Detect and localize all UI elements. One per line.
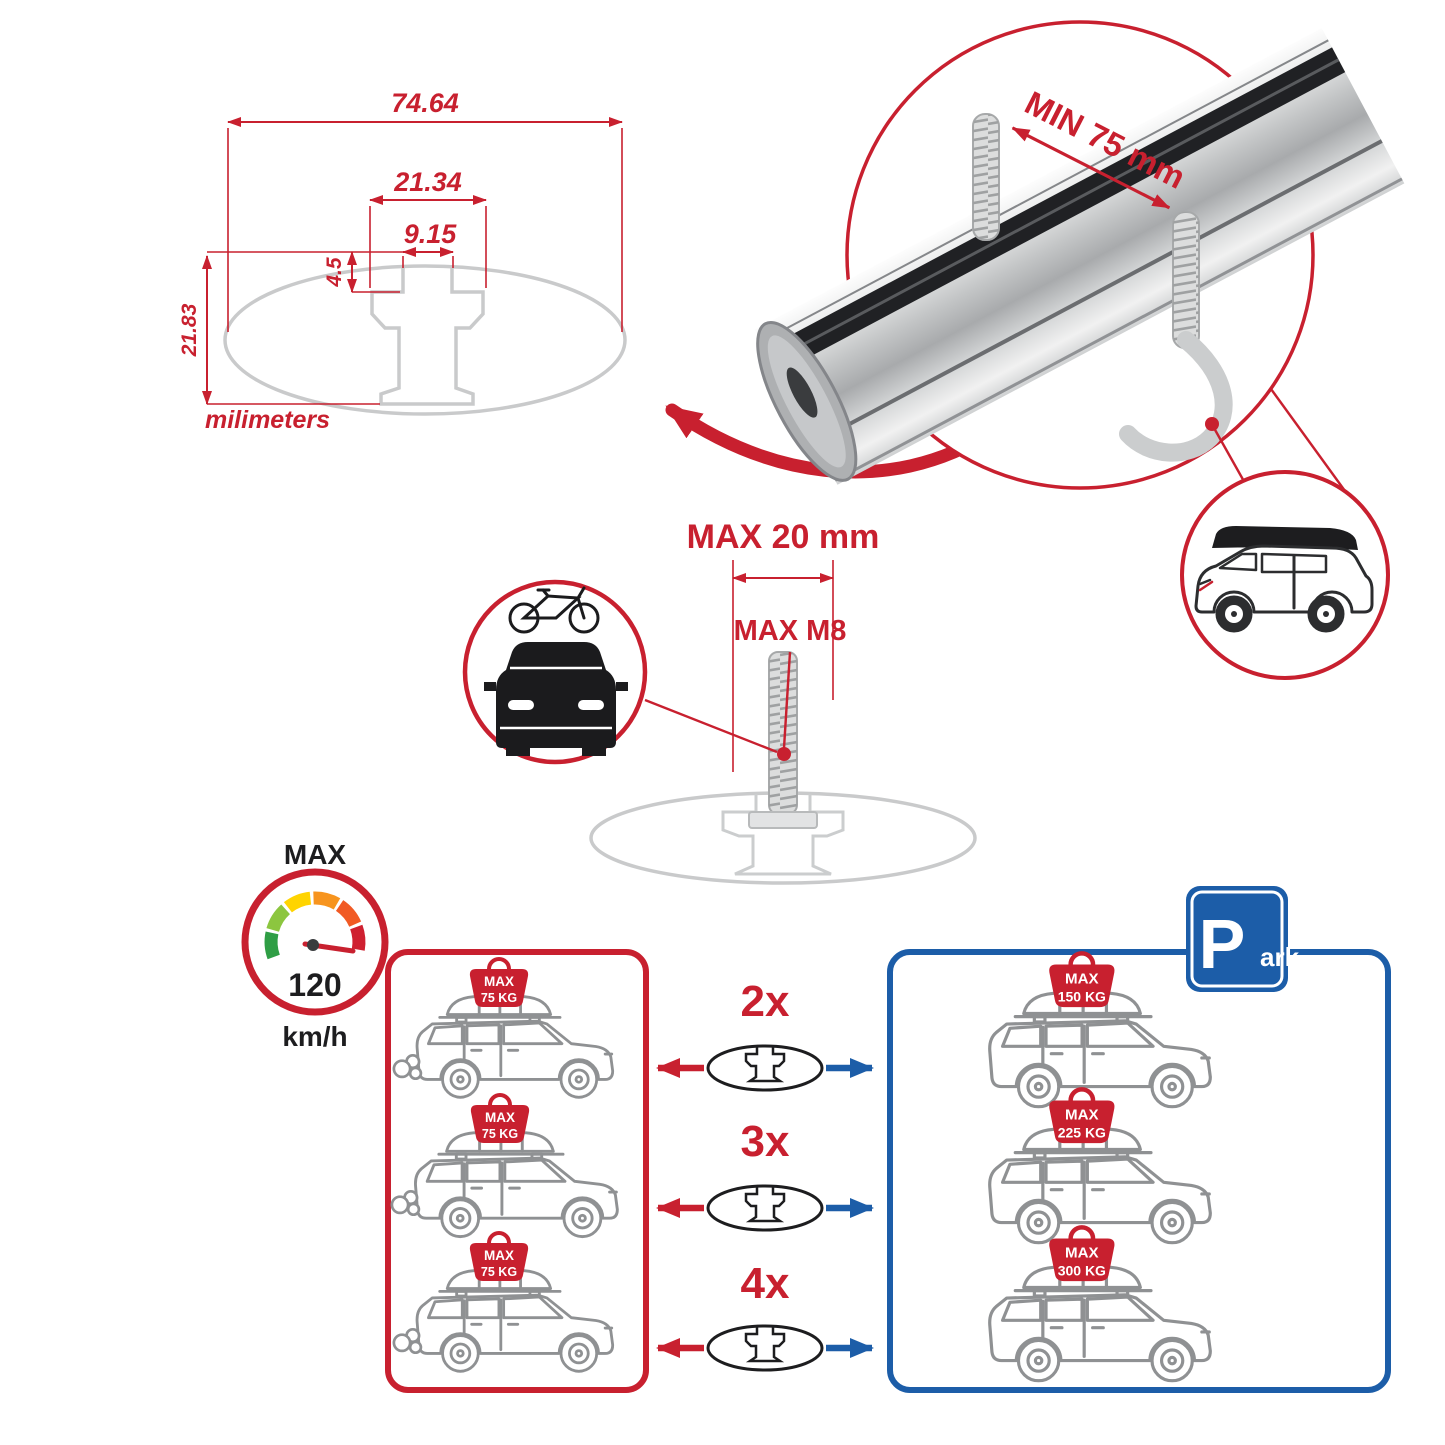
- thread-leader-line: [782, 651, 792, 749]
- callout-line-2: [1270, 388, 1346, 492]
- u-bolt-strap: [1119, 331, 1233, 462]
- tag-title: MAX: [1065, 1245, 1099, 1262]
- dim-total-width: 74.64: [391, 88, 459, 118]
- u-bolt-leg-rear: [1172, 211, 1200, 349]
- parked-car-3: MAX 300 KG: [988, 1227, 1212, 1383]
- option-label: 3x: [741, 1117, 790, 1166]
- speed-title: MAX: [284, 839, 347, 870]
- speed-limit-badge: MAX 120 km/h: [241, 839, 389, 1052]
- bar-end-icon: [706, 1044, 824, 1092]
- bar-profile-outline: [223, 264, 627, 416]
- dim-slot-width: 9.15: [404, 219, 458, 249]
- tag-title: MAX: [485, 1110, 515, 1125]
- load-tag: MAX 75 KG: [468, 1093, 532, 1145]
- dim-channel-width: 21.34: [393, 167, 462, 197]
- bar-end-icon: [706, 1324, 824, 1372]
- tag-weight: 75 KG: [481, 1265, 517, 1279]
- load-tag: MAX 75 KG: [467, 957, 531, 1009]
- max-thread-label: MAX M8: [734, 615, 847, 647]
- load-tag: MAX 75 KG: [467, 1231, 531, 1283]
- crossbar-option-1: 2x: [656, 977, 874, 1092]
- speed-value: 120: [288, 967, 341, 1003]
- option-label: 4x: [741, 1259, 790, 1308]
- tag-title: MAX: [484, 974, 514, 989]
- circle-leader-line: [644, 698, 778, 754]
- driving-car-1: MAX 75 KG: [392, 957, 615, 1099]
- min-distance-arrow: [1011, 126, 1171, 210]
- bolt-diagram: MAX 20 mm MAX M8: [589, 518, 977, 885]
- crossbar-option-2: 3x: [656, 1117, 874, 1232]
- driving-car-2: MAX 75 KG: [390, 1093, 619, 1239]
- tag-weight: 300 KG: [1058, 1263, 1106, 1279]
- park-sign: P ark: [1186, 886, 1300, 992]
- strap-marker-dot: [1205, 417, 1219, 431]
- parked-car-2: MAX 225 KG: [988, 1089, 1212, 1245]
- park-sign-border: [1190, 890, 1284, 988]
- crossbar-option-3: 4x: [656, 1259, 874, 1372]
- t-bolt-icon: [748, 651, 818, 829]
- park-suffix: ark: [1260, 942, 1300, 972]
- tag-weight: 75 KG: [481, 991, 517, 1005]
- thread-marker-dot: [777, 747, 791, 761]
- dim-total-height: 21.83: [178, 303, 201, 357]
- tag-title: MAX: [1065, 971, 1099, 988]
- tag-title: MAX: [484, 1248, 514, 1263]
- roof-box-icon: [1212, 526, 1358, 550]
- aluminum-bar-photo: [754, 27, 1405, 485]
- dim-lip-depth: 4.5: [323, 257, 346, 288]
- suv-with-roofbox-icon: [1194, 544, 1374, 633]
- cross-section-diagram: 74.64 21.34 9.15 4.5 21.83 milimeters: [178, 88, 627, 434]
- units-label: milimeters: [205, 406, 330, 434]
- speedometer-gauge-icon: [264, 891, 366, 960]
- park-sign-plate: [1186, 886, 1288, 992]
- load-tag: MAX 150 KG: [1049, 953, 1114, 1007]
- max-length-label: MAX 20 mm: [687, 518, 880, 556]
- speed-unit: km/h: [282, 1021, 347, 1052]
- load-tag: MAX 300 KG: [1049, 1227, 1114, 1281]
- u-bolt-leg-front: [972, 113, 1000, 241]
- tag-weight: 150 KG: [1058, 989, 1106, 1005]
- tag-title: MAX: [1065, 1107, 1099, 1124]
- tag-weight: 75 KG: [482, 1127, 518, 1141]
- bike-car-badge: [462, 579, 648, 765]
- option-label: 2x: [741, 977, 790, 1026]
- bar-end-icon: [706, 1184, 824, 1232]
- roofbox-car-badge: [1180, 470, 1390, 680]
- needle-pivot: [307, 939, 319, 951]
- bicycle-icon: [508, 586, 600, 634]
- tag-weight: 225 KG: [1058, 1125, 1106, 1141]
- driving-car-3: MAX 75 KG: [392, 1231, 615, 1373]
- parked-car-1: MAX 150 KG: [988, 953, 1212, 1109]
- bar-closeup: MIN 75 mm: [754, 20, 1405, 490]
- park-letter: P: [1199, 905, 1246, 983]
- car-front-icon: [484, 642, 628, 756]
- t-slot-profile: [370, 268, 485, 406]
- ghost-slot-profile: [721, 794, 845, 876]
- load-tag: MAX 225 KG: [1049, 1089, 1114, 1143]
